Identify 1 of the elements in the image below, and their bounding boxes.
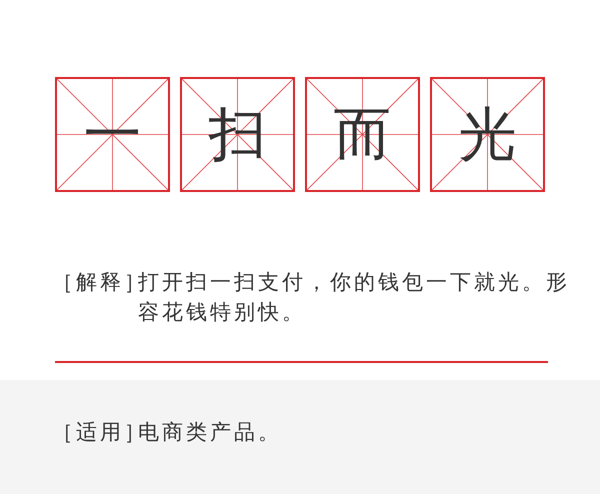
usage-text: 电商类产品。 xyxy=(138,419,282,446)
